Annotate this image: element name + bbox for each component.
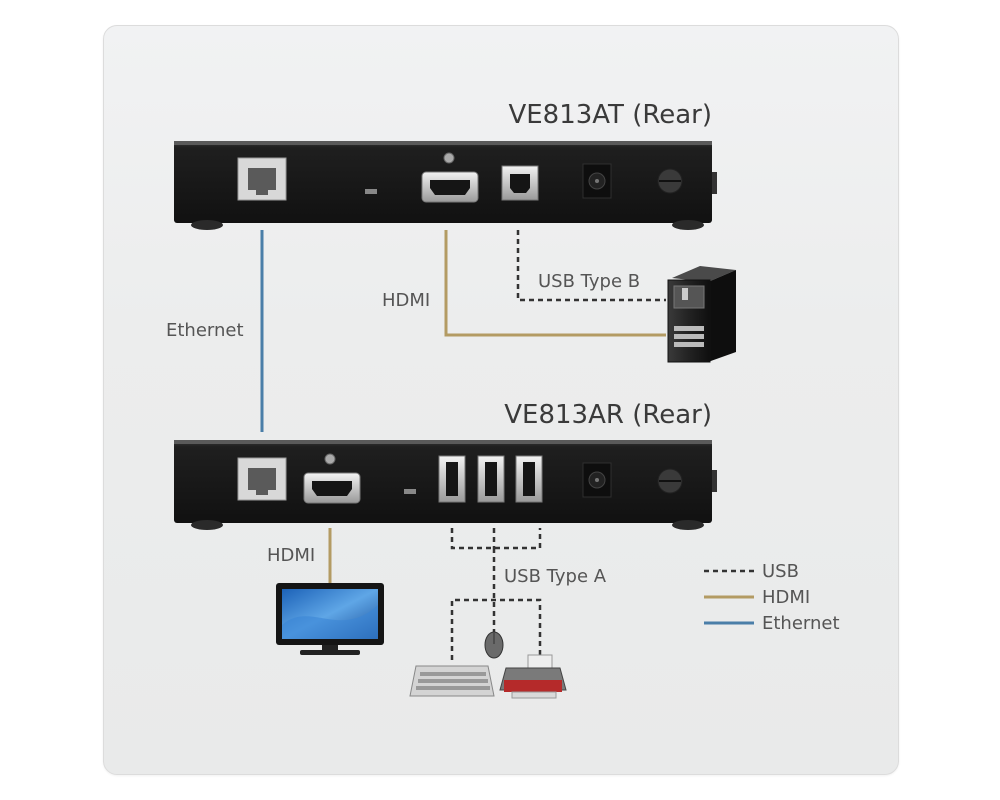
tx-hdmi-port xyxy=(421,171,479,203)
tx-ethernet-port xyxy=(237,157,287,201)
legend-hdmi-label: HDMI xyxy=(762,587,810,608)
tx-usb-b-port xyxy=(501,165,539,201)
tx-hdmi-label: HDMI xyxy=(382,290,430,311)
rx-power-jack xyxy=(582,462,612,498)
rx-hdmi-label: HDMI xyxy=(267,545,315,566)
monitor-icon xyxy=(276,583,384,655)
rx-hdmi-port xyxy=(303,472,361,504)
transmitter-device xyxy=(174,141,717,230)
tx-hdmi-cable xyxy=(444,230,666,337)
receiver-title: VE813AR (Rear) xyxy=(504,400,712,430)
rx-led-icon xyxy=(404,489,416,494)
rx-ground-screw-icon xyxy=(657,468,683,494)
legend-usb-label: USB xyxy=(762,561,799,582)
rx-screw-icon xyxy=(324,453,336,465)
mouse-icon xyxy=(484,631,504,659)
receiver-device xyxy=(174,440,717,530)
usb-type-b-label: USB Type B xyxy=(538,271,640,292)
ethernet-label: Ethernet xyxy=(166,320,244,341)
tx-power-jack xyxy=(582,163,612,199)
printer-icon xyxy=(499,654,567,699)
computer-tower-icon xyxy=(667,266,736,363)
rx-ethernet-port xyxy=(237,457,287,501)
tx-ground-screw-icon xyxy=(657,168,683,194)
legend-ethernet-label: Ethernet xyxy=(762,613,840,634)
cables xyxy=(260,230,666,660)
tx-screw-icon xyxy=(443,152,455,164)
transmitter-title: VE813AT (Rear) xyxy=(508,100,712,130)
keyboard-icon xyxy=(409,665,495,697)
tx-led-icon xyxy=(365,189,377,194)
legend: USB HDMI Ethernet xyxy=(704,561,840,634)
rx-usb-a-ports xyxy=(438,455,543,503)
usb-type-a-cables xyxy=(450,528,542,660)
usb-type-a-label: USB Type A xyxy=(504,566,607,587)
